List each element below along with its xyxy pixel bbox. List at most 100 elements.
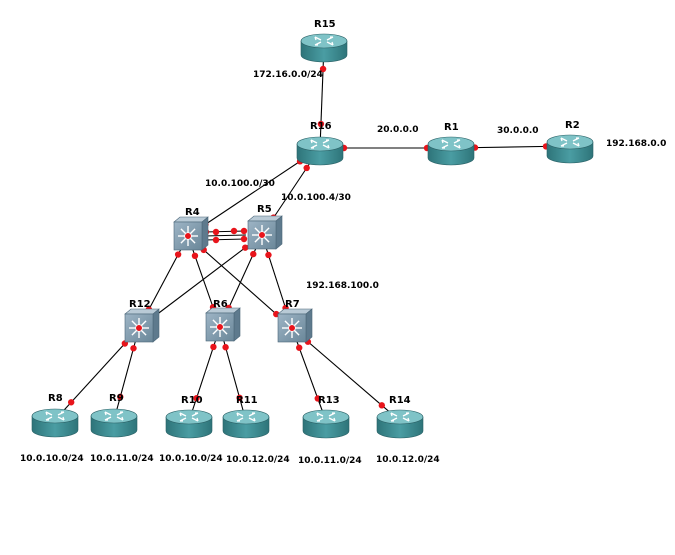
switch-side bbox=[275, 215, 283, 250]
router-arrows-icon bbox=[45, 411, 65, 421]
node-label-r10: R10 bbox=[181, 395, 203, 406]
switch-center-dot bbox=[184, 232, 192, 240]
router-r8[interactable] bbox=[31, 408, 79, 438]
node-label-r4: R4 bbox=[185, 207, 200, 218]
switch-center-dot bbox=[135, 324, 143, 332]
port-r15-to-r16 bbox=[319, 65, 327, 73]
router-top bbox=[31, 408, 79, 424]
router-r13[interactable] bbox=[302, 409, 350, 439]
net-label-r16-r1: 20.0.0.0 bbox=[377, 125, 419, 135]
router-r2[interactable] bbox=[546, 134, 594, 164]
router-top bbox=[222, 409, 270, 425]
port-r5-to-r6 bbox=[250, 250, 257, 258]
link-r4-r5-3 bbox=[203, 238, 247, 241]
network-labels: 172.16.0.0/24 20.0.0.0 30.0.0.0 192.168.… bbox=[20, 70, 666, 466]
switch-side bbox=[305, 308, 313, 343]
link-r6-r11 bbox=[219, 326, 247, 422]
switch-side bbox=[152, 308, 160, 343]
port-r10-to-r6 bbox=[193, 395, 200, 402]
link-r4-r5-2 bbox=[203, 234, 247, 237]
router-r15[interactable] bbox=[300, 33, 348, 63]
node-label-r2: R2 bbox=[565, 120, 580, 131]
port-r16-to-r15 bbox=[317, 120, 325, 128]
port-r14-to-r7 bbox=[378, 402, 386, 409]
link-r6-r10 bbox=[188, 326, 221, 422]
router-arrows-icon bbox=[314, 36, 334, 46]
switch-side bbox=[233, 307, 241, 342]
port-r12-to-r9 bbox=[130, 345, 137, 352]
switch-center-dot bbox=[258, 231, 266, 239]
node-label-r1: R1 bbox=[444, 122, 459, 133]
port-r5-to-r12 bbox=[242, 244, 249, 251]
router-top bbox=[296, 136, 344, 152]
router-r9[interactable] bbox=[90, 408, 138, 438]
switch-r4[interactable] bbox=[173, 216, 209, 251]
router-top bbox=[546, 134, 594, 150]
port-r5-to-r7 bbox=[265, 251, 272, 259]
port-r7-to-r13 bbox=[296, 344, 303, 351]
port-r8-to-r12 bbox=[67, 399, 75, 406]
switch-r7[interactable] bbox=[277, 308, 313, 343]
node-label-r11: R11 bbox=[236, 395, 258, 406]
link-r4-r5-1 bbox=[203, 230, 247, 233]
router-r10[interactable] bbox=[165, 409, 213, 439]
link-r12-r9 bbox=[113, 327, 140, 421]
links-layer bbox=[54, 44, 571, 422]
router-arrows-icon bbox=[390, 412, 410, 422]
port-r13-to-r7 bbox=[314, 395, 321, 402]
router-r11[interactable] bbox=[222, 409, 270, 439]
node-label-r8: R8 bbox=[48, 393, 63, 404]
node-label-r9: R9 bbox=[109, 393, 124, 404]
switch-r6[interactable] bbox=[205, 307, 241, 342]
net-label-r2-lan: 192.168.0.0 bbox=[606, 139, 666, 149]
port-r16-to-r5 bbox=[303, 164, 310, 172]
router-r16[interactable] bbox=[296, 136, 344, 166]
net-label-r16-r5: 10.0.100.4/30 bbox=[281, 193, 351, 203]
link-r7-r13 bbox=[291, 327, 327, 422]
net-label-r11-lan: 10.0.12.0/24 bbox=[226, 455, 290, 465]
node-labels: R15 R16 R1 R2 R4 R5 R12 R6 R7 R8 R9 R10 … bbox=[48, 19, 580, 406]
nodes-layer bbox=[31, 33, 594, 439]
net-label-r10-lan: 10.0.10.0/24 bbox=[159, 454, 223, 464]
ports-layer bbox=[67, 65, 550, 409]
router-arrows-icon bbox=[104, 411, 124, 421]
node-label-r7: R7 bbox=[285, 299, 300, 310]
node-label-r15: R15 bbox=[314, 19, 336, 30]
switch-r12[interactable] bbox=[124, 308, 160, 343]
net-label-r1-r2: 30.0.0.0 bbox=[497, 126, 539, 136]
router-top bbox=[376, 409, 424, 425]
router-arrows-icon bbox=[179, 412, 199, 422]
switch-center-dot bbox=[216, 323, 224, 331]
router-arrows-icon bbox=[316, 412, 336, 422]
port-r11-to-r6 bbox=[236, 394, 243, 402]
port-r6-to-r11 bbox=[222, 344, 229, 351]
router-top bbox=[302, 409, 350, 425]
router-top bbox=[165, 409, 213, 425]
multilayer-switch-icon bbox=[282, 318, 302, 338]
port-r4-r5-6 bbox=[240, 235, 248, 243]
router-top bbox=[90, 408, 138, 424]
net-label-r14-lan: 10.0.12.0/24 bbox=[376, 455, 440, 465]
router-r14[interactable] bbox=[376, 409, 424, 439]
switch-center-dot bbox=[288, 324, 296, 332]
node-label-r5: R5 bbox=[257, 204, 272, 215]
node-label-r16: R16 bbox=[310, 121, 332, 132]
port-r4-to-r12 bbox=[174, 251, 182, 258]
net-label-core-lan: 192.168.100.0 bbox=[306, 281, 379, 291]
multilayer-switch-icon bbox=[210, 317, 230, 337]
multilayer-switch-icon bbox=[252, 225, 272, 245]
node-label-r6: R6 bbox=[213, 299, 228, 310]
switch-r5[interactable] bbox=[247, 215, 283, 250]
router-top bbox=[427, 136, 475, 152]
multilayer-switch-icon bbox=[178, 226, 198, 246]
net-label-r15-r16: 172.16.0.0/24 bbox=[253, 70, 323, 80]
net-label-r13-lan: 10.0.11.0/24 bbox=[298, 456, 362, 466]
router-r1[interactable] bbox=[427, 136, 475, 166]
port-r9-to-r12 bbox=[117, 393, 124, 401]
router-arrows-icon bbox=[236, 412, 256, 422]
node-label-r13: R13 bbox=[318, 395, 340, 406]
node-label-r12: R12 bbox=[129, 299, 151, 310]
net-label-r9-lan: 10.0.11.0/24 bbox=[90, 454, 154, 464]
net-label-r8-lan: 10.0.10.0/24 bbox=[20, 454, 84, 464]
